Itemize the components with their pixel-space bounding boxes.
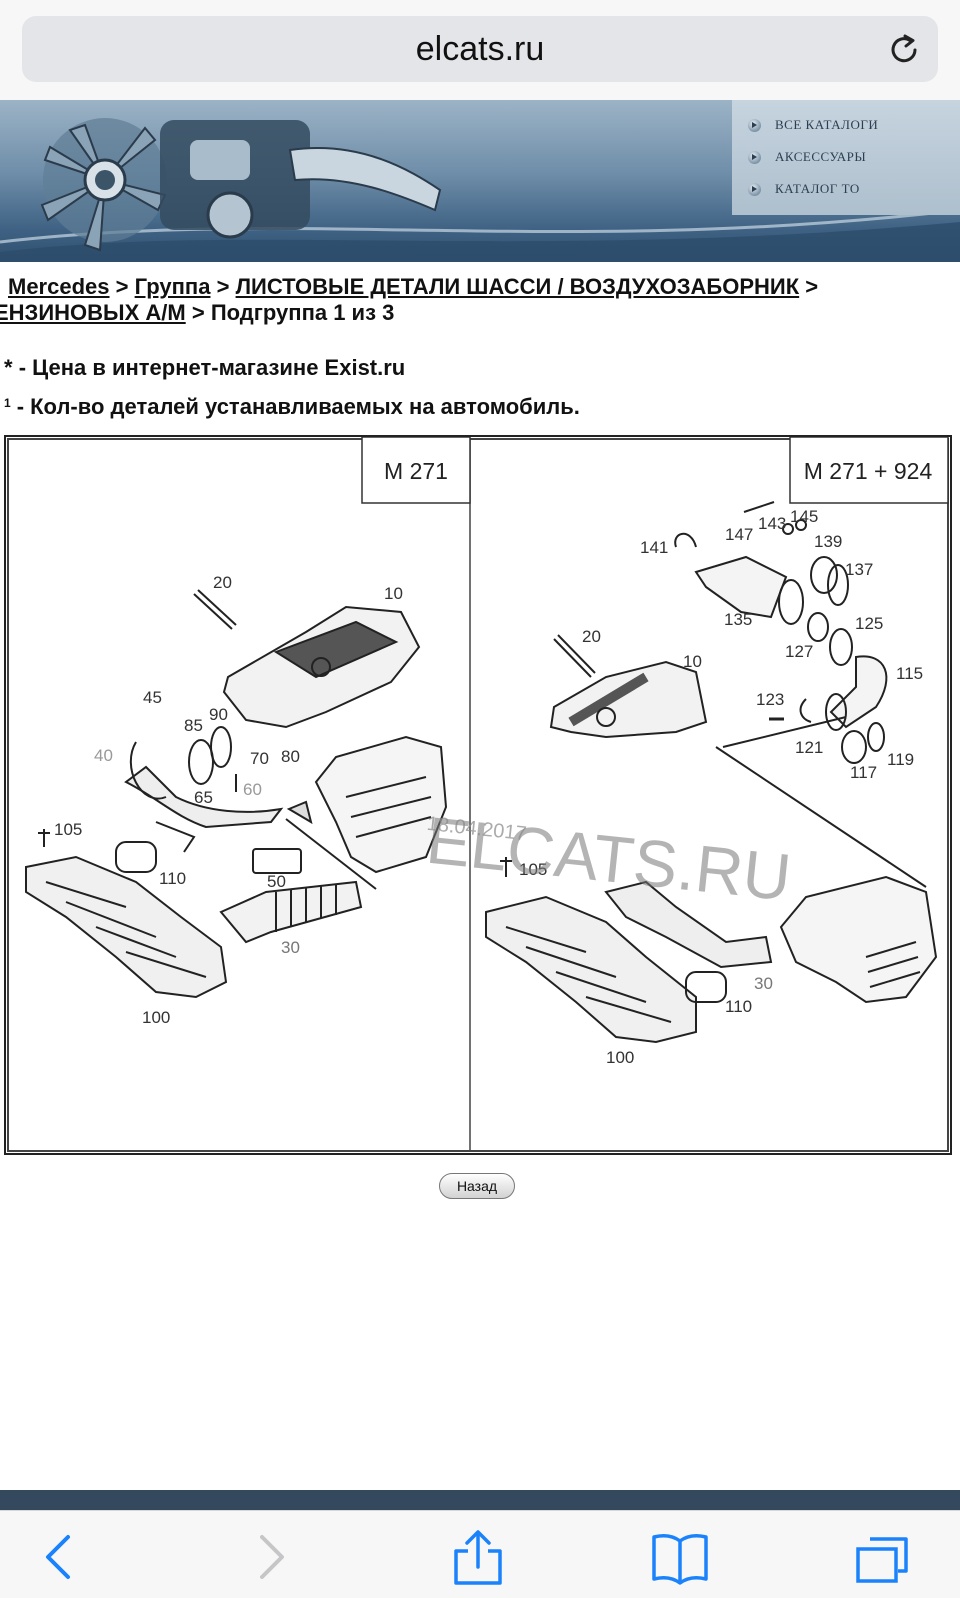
bookmarks-icon[interactable]	[650, 1529, 710, 1585]
svg-text:90: 90	[209, 705, 228, 724]
svg-text:80: 80	[281, 747, 300, 766]
svg-text:127: 127	[785, 642, 813, 661]
breadcrumb-separator: >	[191, 300, 205, 325]
site-footer-strip	[0, 1490, 960, 1510]
svg-text:121: 121	[795, 738, 823, 757]
svg-text:123: 123	[756, 690, 784, 709]
breadcrumb-link-mercedes[interactable]: Mercedes	[8, 274, 110, 299]
parts-diagram-drawing: M 271 M 271 + 924	[7, 437, 949, 1152]
svg-text:10: 10	[683, 652, 702, 671]
svg-text:139: 139	[814, 532, 842, 551]
price-note: * - Цена в интернет-магазине Exist.ru	[4, 355, 405, 381]
menu-item-label: КАТАЛОГ ТО	[775, 181, 860, 196]
arrow-bullet-icon	[748, 118, 761, 132]
right-diagram-title: M 271 + 924	[804, 458, 933, 484]
forward-icon[interactable]	[240, 1529, 300, 1585]
site-banner: ВСЕ КАТАЛОГИ АКСЕССУАРЫ КАТАЛОГ ТО	[0, 100, 960, 262]
price-mark: *	[4, 355, 13, 380]
breadcrumb-link-chassis[interactable]: ЛИСТОВЫЕ ДЕТАЛИ ШАССИ / ВОЗДУХОЗАБОРНИК	[235, 274, 800, 299]
svg-text:10: 10	[384, 584, 403, 603]
svg-text:100: 100	[142, 1008, 170, 1027]
share-icon[interactable]	[448, 1529, 508, 1585]
svg-text:117: 117	[850, 763, 877, 782]
svg-text:65: 65	[194, 788, 213, 807]
breadcrumb-current: Подгруппа 1 из 3	[210, 300, 395, 325]
menu-item-label: АКСЕССУАРЫ	[775, 149, 867, 164]
menu-item-to-catalog[interactable]: КАТАЛОГ ТО	[748, 178, 860, 200]
left-diagram-title: M 271	[384, 458, 448, 484]
arrow-bullet-icon	[748, 182, 761, 196]
svg-text:137: 137	[845, 560, 873, 579]
qty-note-text: - Кол-во деталей устанавливаемых на авто…	[16, 394, 580, 419]
price-note-text: - Цена в интернет-магазине Exist.ru	[18, 355, 406, 380]
svg-text:145: 145	[790, 507, 818, 526]
svg-text:40: 40	[94, 746, 113, 765]
breadcrumb-link-petrol[interactable]: ЕНЗИНОВЫХ А/М	[0, 300, 186, 325]
right-title-box	[789, 437, 949, 504]
menu-item-all-catalogs[interactable]: ВСЕ КАТАЛОГИ	[748, 114, 878, 136]
svg-text:143: 143	[758, 514, 786, 533]
browser-top-bar: elcats.ru	[0, 0, 960, 100]
svg-text:115: 115	[896, 664, 923, 683]
svg-text:105: 105	[519, 860, 547, 879]
menu-item-label: ВСЕ КАТАЛОГИ	[775, 117, 879, 132]
left-title-box	[361, 437, 471, 504]
tabs-icon[interactable]	[852, 1529, 912, 1585]
browser-toolbar	[0, 1510, 960, 1598]
right-parts-drawing	[485, 501, 938, 1044]
qty-note: 1 - Кол-во деталей устанавливаемых на авт…	[4, 394, 580, 420]
svg-text:20: 20	[582, 627, 601, 646]
breadcrumb-separator: >	[805, 274, 819, 299]
svg-text:60: 60	[243, 780, 262, 799]
svg-text:105: 105	[54, 820, 82, 839]
svg-text:100: 100	[606, 1048, 634, 1067]
svg-text:70: 70	[250, 749, 269, 768]
svg-text:147: 147	[725, 525, 753, 544]
breadcrumb-separator: >	[115, 274, 129, 299]
svg-text:50: 50	[267, 872, 286, 891]
svg-text:30: 30	[754, 974, 773, 993]
parts-diagram[interactable]: M 271 M 271 + 924	[4, 435, 952, 1155]
site-menu: ВСЕ КАТАЛОГИ АКСЕССУАРЫ КАТАЛОГ ТО	[732, 100, 960, 215]
breadcrumb-separator: >	[216, 274, 230, 299]
svg-text:135: 135	[724, 610, 752, 629]
menu-item-accessories[interactable]: АКСЕССУАРЫ	[748, 146, 866, 168]
right-callouts: 145 143 147 139 141 137 135 125 20 10 12…	[519, 507, 923, 1067]
svg-text:141: 141	[640, 538, 668, 557]
svg-text:110: 110	[725, 997, 752, 1016]
svg-text:30: 30	[281, 938, 300, 957]
svg-text:20: 20	[213, 573, 232, 592]
svg-text:85: 85	[184, 716, 203, 735]
breadcrumb: Mercedes > Группа > ЛИСТОВЫЕ ДЕТАЛИ ШАСС…	[0, 274, 960, 326]
address-bar[interactable]: elcats.ru	[22, 16, 938, 82]
left-callouts: 20 10 45 85 90 40 70 80 65 60 105 110 50…	[54, 573, 403, 1027]
back-button[interactable]: Назад	[439, 1173, 515, 1199]
svg-text:119: 119	[887, 750, 914, 769]
left-parts-drawing	[25, 589, 448, 999]
svg-text:45: 45	[143, 688, 162, 707]
back-icon[interactable]	[30, 1529, 90, 1585]
svg-text:125: 125	[855, 614, 883, 633]
arrow-bullet-icon	[748, 150, 761, 164]
engine-image	[40, 118, 442, 252]
svg-text:110: 110	[159, 869, 186, 888]
breadcrumb-link-group[interactable]: Группа	[134, 274, 211, 299]
reload-icon[interactable]	[886, 32, 922, 68]
qty-mark: 1	[4, 396, 11, 410]
url-text: elcats.ru	[415, 30, 545, 68]
